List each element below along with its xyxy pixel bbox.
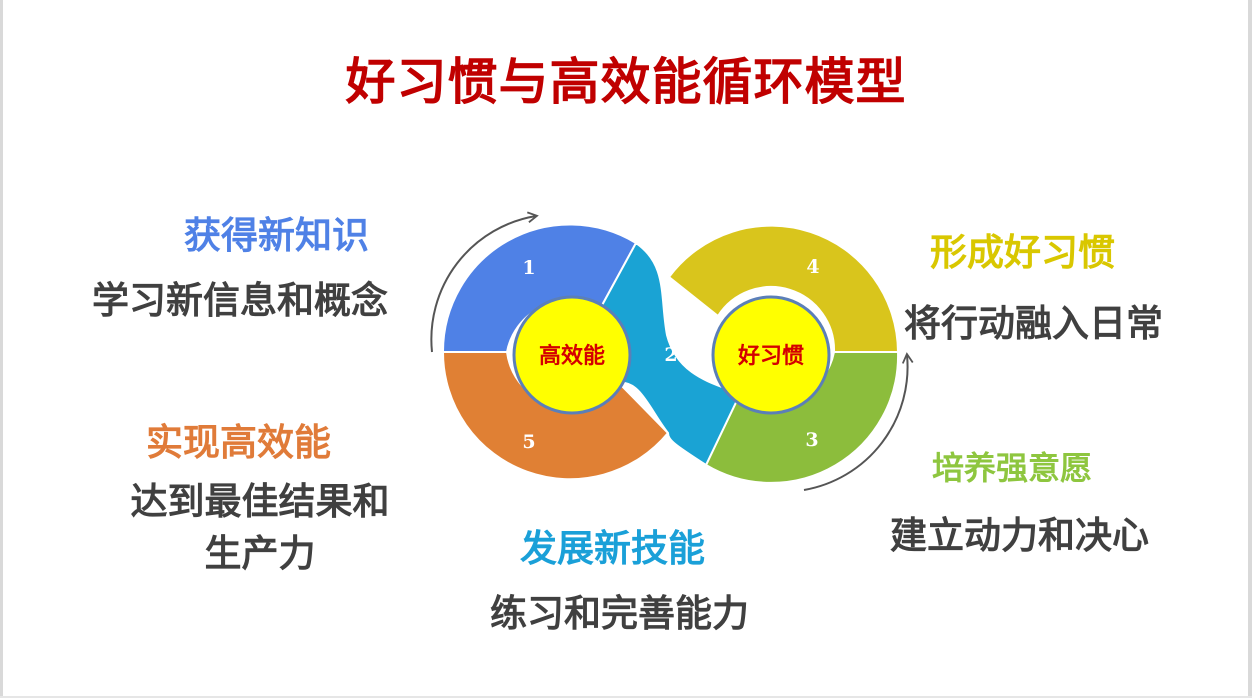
cycle-arrow-bottom-right <box>803 352 914 491</box>
segment-number-3: 3 <box>805 429 818 451</box>
cycle-arrow-top-left <box>430 211 539 353</box>
center-label-left: 高效能 <box>539 343 605 369</box>
label-cultivate-will: 培养强意愿 <box>932 449 1093 487</box>
segment-number-4: 4 <box>806 256 819 278</box>
right-border <box>1248 0 1252 698</box>
bottom-border <box>0 696 1252 698</box>
desc-form-habits: 将行动融入日常 <box>904 302 1163 345</box>
segment-4 <box>667 224 900 353</box>
label-form-habits: 形成好习惯 <box>930 231 1115 274</box>
label-achieve-performance: 实现高效能 <box>146 421 331 464</box>
desc-cultivate-will: 建立动力和决心 <box>890 514 1149 557</box>
segment-number-5: 5 <box>522 431 535 453</box>
desc-develop-skills: 练习和完善能力 <box>490 592 749 635</box>
label-acquire-knowledge: 获得新知识 <box>184 214 369 257</box>
center-circle-right <box>711 295 831 415</box>
desc-acquire-knowledge: 学习新信息和概念 <box>92 279 388 322</box>
page-title: 好习惯与高效能循环模型 <box>345 53 907 111</box>
label-develop-skills: 发展新技能 <box>520 527 705 570</box>
center-circle-left <box>512 295 632 415</box>
center-label-right: 好习惯 <box>737 343 804 369</box>
segment-number-2: 2 <box>664 344 677 366</box>
segment-number-1: 1 <box>522 257 535 279</box>
left-border <box>0 0 3 698</box>
desc-achieve-performance: 达到最佳结果和生产力 <box>130 480 390 575</box>
